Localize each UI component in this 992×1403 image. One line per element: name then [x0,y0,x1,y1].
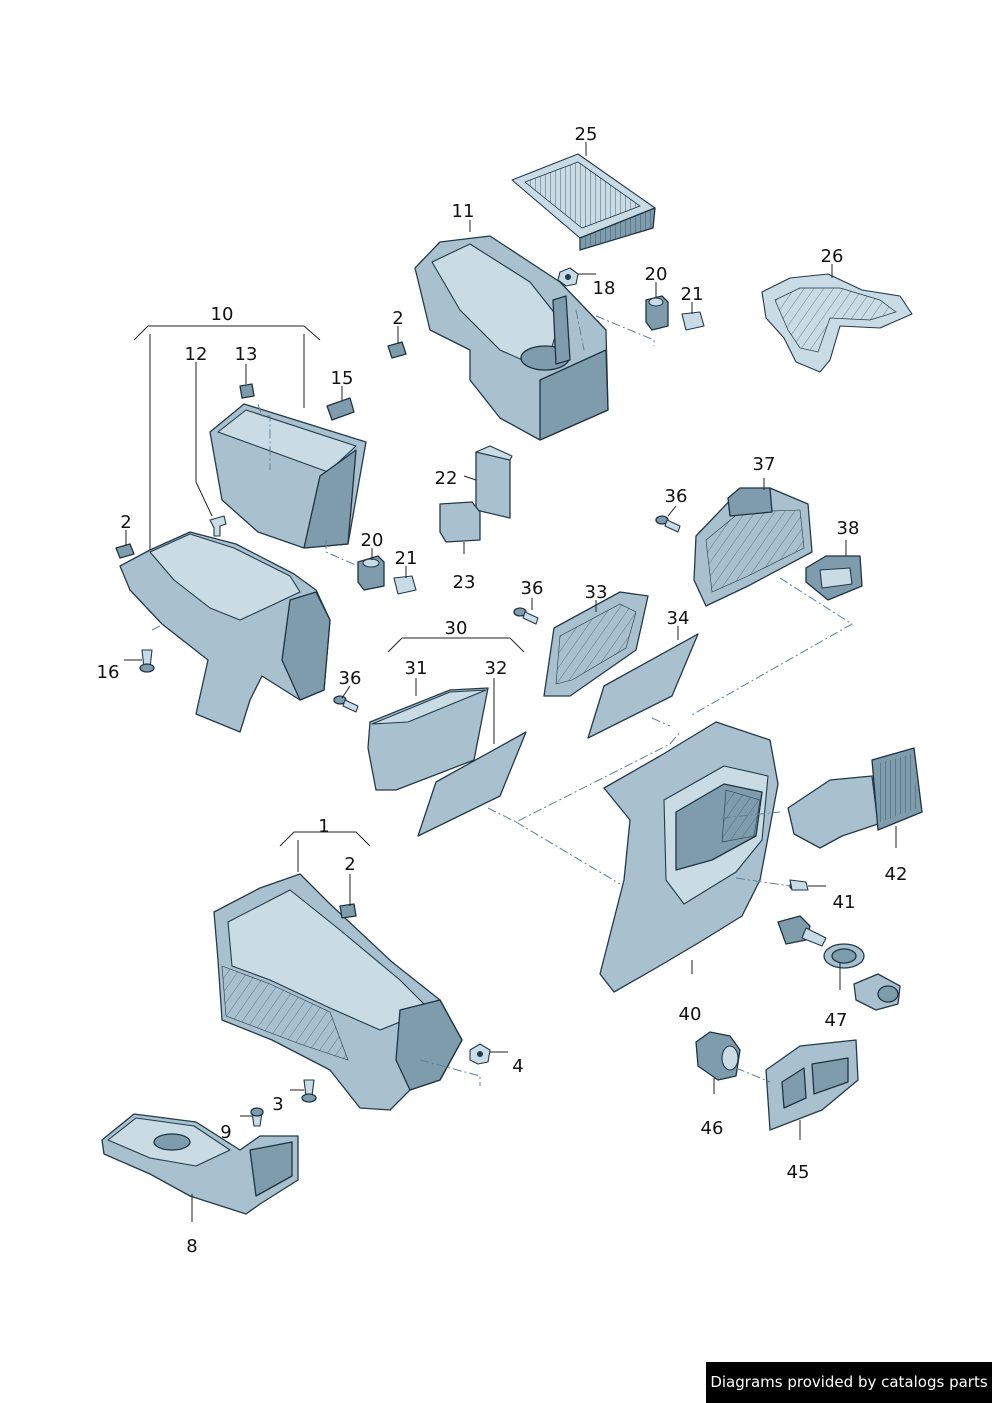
callout-46: 46 [701,1118,724,1139]
callout-25: 25 [575,124,598,145]
part-31-tray [367,687,489,791]
part-36-screw-mid [513,607,539,625]
callout-12: 12 [185,344,208,365]
callout-labels: 25 11 20 18 21 26 2 10 12 13 15 22 2 20 … [97,124,908,1257]
part-13-clip [239,383,255,399]
part-4-nut [469,1043,491,1065]
callout-45: 45 [787,1162,810,1183]
footer-credit: Diagrams provided by catalogs parts [706,1362,992,1403]
part-34-mat [587,633,699,739]
part-3-screw [301,1079,317,1103]
callout-20: 20 [361,530,384,551]
callout-30: 30 [445,618,468,639]
callout-10: 10 [211,304,234,325]
callout-2: 2 [392,308,403,329]
callout-16: 16 [97,662,120,683]
part-2-clip-left [115,543,135,559]
part-38-switch [805,555,863,601]
callout-3: 3 [272,1094,283,1115]
part-11-console-upper [414,220,609,441]
assembly-lines [151,309,853,1086]
callout-11: 11 [452,201,475,222]
callout-36: 36 [339,668,362,689]
callout-2: 2 [344,854,355,875]
callout-34: 34 [667,608,690,629]
part-20-socket-mid [357,555,385,591]
callout-37: 37 [753,454,776,475]
part-23-pad [439,501,481,543]
callout-40: 40 [679,1004,702,1025]
callout-31: 31 [405,658,428,679]
part-41-screw [789,879,809,891]
callout-9: 9 [220,1122,231,1143]
callout-21: 21 [681,284,704,305]
callout-32: 32 [485,658,508,679]
callout-2: 2 [120,512,131,533]
part-9-screw [250,1107,264,1127]
part-37-housing [693,487,813,607]
part-8-air-duct [101,1113,299,1215]
part-40-rear-panel [599,721,779,993]
part-2-clip-lower [339,903,357,919]
callout-4: 4 [512,1056,523,1077]
callout-13: 13 [235,344,258,365]
part-45-bezel [765,1039,859,1131]
callout-21: 21 [395,548,418,569]
part-26-cupholder-mat [761,273,913,373]
part-32-mat [417,731,527,837]
part-console-rear-upper [119,531,331,733]
part-21-cap-upper [681,311,705,331]
part-20-socket-upper [645,295,669,331]
part-18-nut [557,267,579,287]
part-22-flap [475,445,513,519]
part-36-screw-right [655,515,681,533]
callout-1: 1 [318,816,329,837]
callout-41: 41 [833,892,856,913]
part-2-clip-upper [387,341,407,359]
callout-36: 36 [521,578,544,599]
callout-15: 15 [331,368,354,389]
part-16-screw [139,649,155,673]
part-33-bezel [543,591,649,697]
callout-23: 23 [453,572,476,593]
part-36-screw-left [333,695,359,713]
part-25-tray-mat [511,153,656,251]
callout-20: 20 [645,264,668,285]
callout-36: 36 [665,486,688,507]
part-47-power-socket [777,915,901,1011]
leader-lines [124,142,897,1222]
part-21-cap-mid [393,575,417,595]
callout-42: 42 [885,864,908,885]
part-12-clip [209,515,227,537]
part-1-console-lower [213,873,463,1111]
part-42-air-vent [787,747,923,849]
callout-8: 8 [186,1236,197,1257]
callout-26: 26 [821,246,844,267]
callout-33: 33 [585,582,608,603]
callout-18: 18 [593,278,616,299]
callout-22: 22 [435,468,458,489]
part-46-switch [695,1031,741,1081]
part-15-cover [326,397,355,421]
callout-38: 38 [837,518,860,539]
part-storage-box [209,403,367,549]
callout-47: 47 [825,1010,848,1031]
